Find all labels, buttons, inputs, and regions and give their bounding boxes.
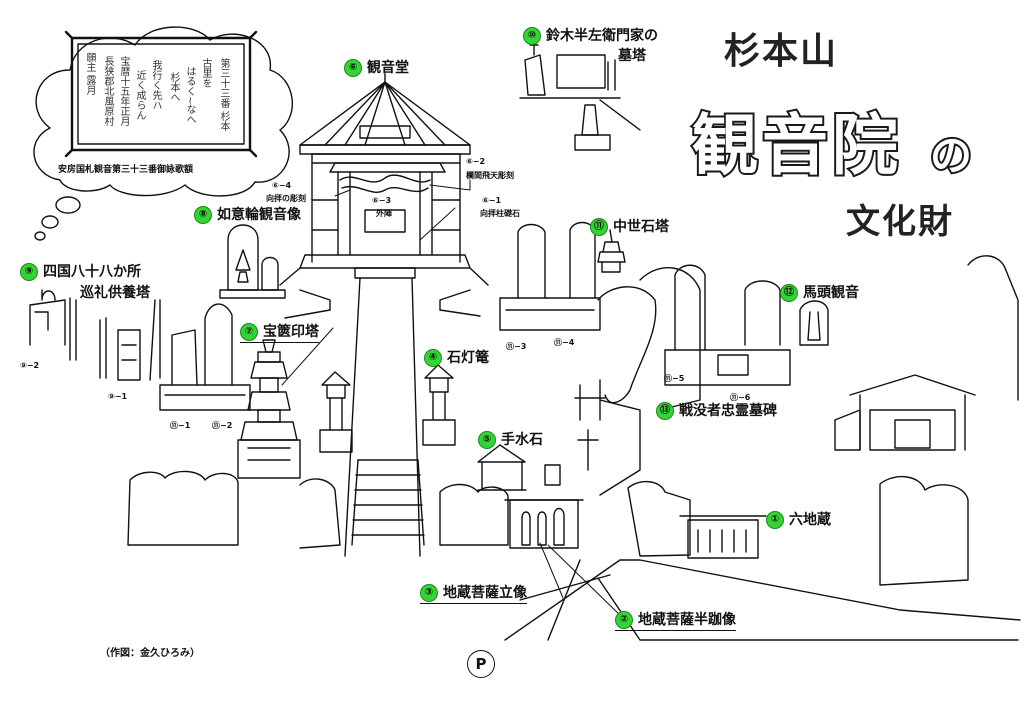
site-name: 観音堂 (367, 60, 409, 76)
sub-label-9-1: ⑨−1 (108, 392, 128, 401)
site-number: ⑧ (194, 206, 212, 224)
poem-caption: 安房国札観音第三十三番御詠歌額 (58, 165, 194, 175)
site-label-suzuki: ⑩ 鈴木半左衛門家の (523, 27, 658, 45)
poem-line: 我行く先ハ (150, 60, 161, 110)
medieval-stones-left (159, 303, 251, 411)
site-name: 地蔵菩薩半跏像 (638, 612, 736, 628)
sub-label-11-2: ⑪−2 (212, 421, 233, 430)
site-number: ① (766, 511, 784, 529)
site-label-pilgrimage-line2: 巡礼供養塔 (80, 285, 150, 301)
site-number: ② (615, 611, 633, 629)
poem-line: 第三十三番 杉本 (218, 58, 229, 132)
kannon-hall (279, 73, 489, 286)
sub-label-6-3: ⑥−3 (372, 196, 392, 205)
sub-label-6-1-text: 向拝柱礎石 (480, 209, 520, 218)
site-number: ⑨ (20, 263, 38, 281)
vegetation (127, 255, 1019, 586)
small-hall (834, 374, 976, 451)
approach-path (284, 277, 481, 557)
sub-label-11-5: ⑪−5 (664, 374, 685, 383)
water-basin (477, 379, 606, 491)
title-mountain: 杉本山 (724, 31, 839, 72)
roads (504, 399, 1021, 641)
site-number: ④ (424, 349, 442, 367)
site-label-suzuki-line2: 墓塔 (618, 48, 646, 64)
sub-label-11-3: ⑪−3 (506, 342, 527, 351)
poem-line: 宝暦十五年正月 (118, 56, 129, 126)
site-number: ⑬ (656, 402, 674, 420)
site-label-bato-kannon: ⑫ 馬頭観音 (780, 284, 859, 302)
poem-line: 長狭郡北風原村 (102, 56, 113, 126)
pilgrimage-stones (29, 289, 161, 381)
sub-label-6-2: ⑥−2 (466, 157, 486, 166)
site-label-rokujizo: ① 六地蔵 (766, 511, 831, 529)
site-label-pilgrimage: ⑨ 四国八十八か所 (20, 263, 141, 281)
site-number: ⑩ (523, 27, 541, 45)
site-name: 六地蔵 (789, 512, 831, 528)
site-label-war-memorial: ⑬ 戦没者忠霊墓碑 (656, 402, 777, 420)
sub-label-11-1: ⑪−1 (170, 421, 191, 430)
bato-kannon (664, 264, 829, 386)
leader-lines (281, 179, 626, 621)
site-label-water-basin: ⑤ 手水石 (478, 431, 543, 449)
site-number: ③ (420, 584, 438, 602)
poem-line: 近く成らん (134, 70, 145, 120)
site-name: 鈴木半左衛門家の (546, 28, 658, 44)
sub-label-11-6: ⑪−6 (730, 393, 751, 402)
sub-label-6-1: ⑥−1 (482, 196, 502, 205)
sub-label-6-3-text: 外陣 (376, 209, 392, 218)
poem-line: 杉本へ (168, 72, 179, 102)
site-label-medieval: ⑪ 中世石塔 (590, 218, 669, 236)
site-number: ⑫ (780, 284, 798, 302)
sub-label-11-4: ⑪−4 (554, 338, 575, 347)
site-label-stone-lantern: ④ 石灯篭 (424, 349, 489, 367)
site-name: 石灯篭 (447, 350, 489, 366)
suzuki-grave (519, 39, 641, 151)
site-label-jizo-standing: ③ 地蔵菩薩立像 (420, 584, 527, 604)
site-number: ⑤ (478, 431, 496, 449)
map-credit: （作図：金久ひろみ） (100, 648, 200, 659)
title-particle: の (928, 129, 975, 182)
medieval-stones-right (499, 221, 626, 331)
site-name: 四国八十八か所 (43, 264, 141, 280)
site-label-nyoirin: ⑧ 如意輪観音像 (194, 206, 301, 224)
site-name: 如意輪観音像 (217, 207, 301, 223)
jizo-shrine (504, 499, 584, 549)
poem-line: 古里を (200, 58, 211, 88)
poem-cloud (33, 26, 294, 241)
rokujizo (679, 515, 767, 559)
parking-marker: P (467, 650, 495, 678)
title-subtitle: 文化財 (846, 202, 954, 242)
sub-label-9-2: ⑨−2 (20, 361, 40, 370)
nyoirin-kannon (219, 224, 286, 299)
site-name: 宝篋印塔 (263, 324, 319, 340)
site-number: ⑥ (344, 59, 362, 77)
sub-label-6-4-text: 向拝の彫刻 (266, 194, 306, 203)
site-name: 中世石塔 (613, 219, 669, 235)
poem-line: はるく~なへ (184, 66, 195, 125)
poem-line: 願主 露月 (84, 52, 95, 96)
site-number: ⑦ (240, 323, 258, 341)
title-temple: 観音院 (690, 105, 902, 186)
site-name: 戦没者忠霊墓碑 (679, 403, 777, 419)
sub-label-6-2-text: 欄間飛天彫刻 (466, 171, 514, 180)
stone-lanterns (319, 364, 456, 453)
site-label-jizo-seated: ② 地蔵菩薩半跏像 (615, 611, 736, 631)
site-name: 馬頭観音 (803, 285, 859, 301)
site-name: 地蔵菩薩立像 (443, 585, 527, 601)
site-number: ⑪ (590, 218, 608, 236)
site-label-kannon-hall: ⑥ 観音堂 (344, 59, 409, 77)
site-label-hokyointo: ⑦ 宝篋印塔 (240, 323, 319, 343)
hokyointo-pagoda (237, 339, 301, 479)
sub-label-6-4: ⑥−4 (272, 181, 292, 190)
site-name: 手水石 (501, 432, 543, 448)
